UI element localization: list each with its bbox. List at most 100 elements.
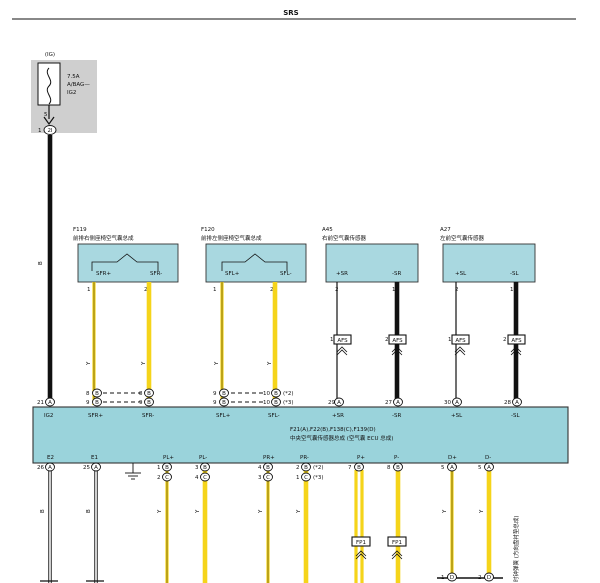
sensor-f120: F120 前排左侧座椅空气囊总成 SFL+ SFL- 1 2 [201,227,307,293]
ig2-pin [45,397,55,407]
pin-num: 25 [83,465,90,471]
pin-connector [144,397,154,407]
ecu-title-line-2: 中央空气囊传感器总成 (空气囊 ECU 总成) [290,434,393,442]
fp1-connector-plus: FP1 [351,536,371,560]
afs-chevron-icon [336,346,348,356]
wire-color-d-plus: Y [442,509,448,514]
wire-color-sfl-minus: Y [267,361,273,366]
afs-pin: 2 [503,337,507,343]
wire-color-sfr-minus: Y [141,361,147,366]
pin-connector [162,462,172,472]
pin-num: 1 [157,465,161,471]
squib-symbol [91,253,159,271]
note-2: (*2) [283,391,294,397]
pin-conn-label: B [274,400,278,406]
fuse-name-1: A/BAG— [67,82,90,88]
pin-conn-label: B [165,465,169,471]
sensor-box [205,243,307,283]
pin-num: 8 [86,391,90,397]
pin-connector [200,462,210,472]
sensor-a45: A45 右前空气囊传感器 +SR -SR 2 1 [322,227,419,293]
pin-num: 1 [441,575,445,581]
afs-chevron-icon [391,346,403,356]
sensor-code: F120 [201,227,215,233]
pin-conn-label: C [165,475,169,481]
fuse-tag: (IG) [45,52,55,58]
pin-conn-label: A [450,465,454,471]
pin-connector [393,397,403,407]
pin-num: 9 [213,400,217,406]
note-3: (*3) [283,400,294,406]
pin-conn-label: D [450,575,454,581]
fp1-chevron-icon [355,550,367,560]
pin-connector [484,572,494,582]
sensor-pin-num-b: 2 [144,287,148,293]
pin-conn-label: A [515,400,519,406]
ecu-bottom-label: PL- [199,455,207,461]
pin-conn-label: A [455,400,459,406]
page-title: SRS [283,9,298,17]
sensor-name: 前排右侧座椅空气囊总成 [73,234,134,242]
sensor-pin-a: +SR [336,271,348,277]
wire-color-e2: B [40,509,46,513]
ground-icon [125,463,141,480]
wire-color-sfr-plus: Y [86,361,92,366]
pin-conn-label: C [266,475,270,481]
pin-connector [92,388,102,398]
pin-num: 2 [157,475,161,481]
ecu-bottom-label: PR+ [263,455,275,461]
pin-connector [219,388,229,398]
pin-num: 4 [195,475,199,481]
afs-box [388,334,407,345]
fuse-connector-label: 2I [47,128,52,134]
pin-num: 2 [478,575,482,581]
pin-num: 9 [139,400,143,406]
sensor-pin-b: SFL- [280,271,292,277]
pin-conn-label: B [147,391,151,397]
ig2-wire-color: B [38,261,44,265]
pin-connector [144,388,154,398]
pin-conn-label: B [222,391,226,397]
afs-chevron-icon [510,346,522,356]
ecu-bottom-label: PR- [300,455,309,461]
pin-conn-label: A [48,465,52,471]
sensor-f119: F119 前排右侧座椅空气囊总成 SFR+ SFR- 1 2 [73,227,179,293]
afs-pin: 2 [385,337,389,343]
afs-box [507,334,526,345]
fuse-connector-pin: 1 [38,128,42,134]
fuse-pin-top: 5 [44,112,48,118]
afs-connector-sr-minus: 2 AFS [385,334,407,356]
ecu-top-label: SFL+ [216,413,231,419]
clock-spring-note: 时钟弹簧 (方向盘衬垫总成) [512,515,520,582]
sensor-pin-a: +SL [455,271,467,277]
sensor-pin-a: SFR+ [96,271,111,277]
sensor-code: A27 [440,227,451,233]
afs-label: AFS [392,338,403,344]
pin-conn-label: C [203,475,207,481]
pin-connector [354,462,364,472]
pin-conn-label: B [147,400,151,406]
pin-connector [263,462,273,472]
pin-connector [512,397,522,407]
pin-connector [447,572,457,582]
ecu-top-label-ig2: IG2 [44,413,53,419]
afs-label: AFS [455,338,466,344]
pin-conn-label: B [95,400,99,406]
pin-connector [484,462,494,472]
pin-connector [219,397,229,407]
fuse-name-2: IG2 [67,90,76,96]
pin-conn-label: A [396,400,400,406]
wire-color-pl-plus: Y [157,509,163,514]
pin-connector [200,472,210,482]
pin-connector [271,388,281,398]
ecu-bottom-label: P+ [357,455,365,461]
fuse-connector [43,125,57,135]
mid-connectors: B 8 B 9 B 8 B 9 B 9 B 9 B 10 (*2) B 10 (… [86,388,522,407]
sensor-pin-num-b: 1 [392,287,396,293]
pin-num: 3 [258,475,262,481]
note-3-bottom: (*3) [313,475,324,481]
ecu-bottom-label: E1 [91,455,98,461]
ecu-top-label: -SR [392,413,401,419]
fp1-connector-minus: FP1 [387,536,407,560]
